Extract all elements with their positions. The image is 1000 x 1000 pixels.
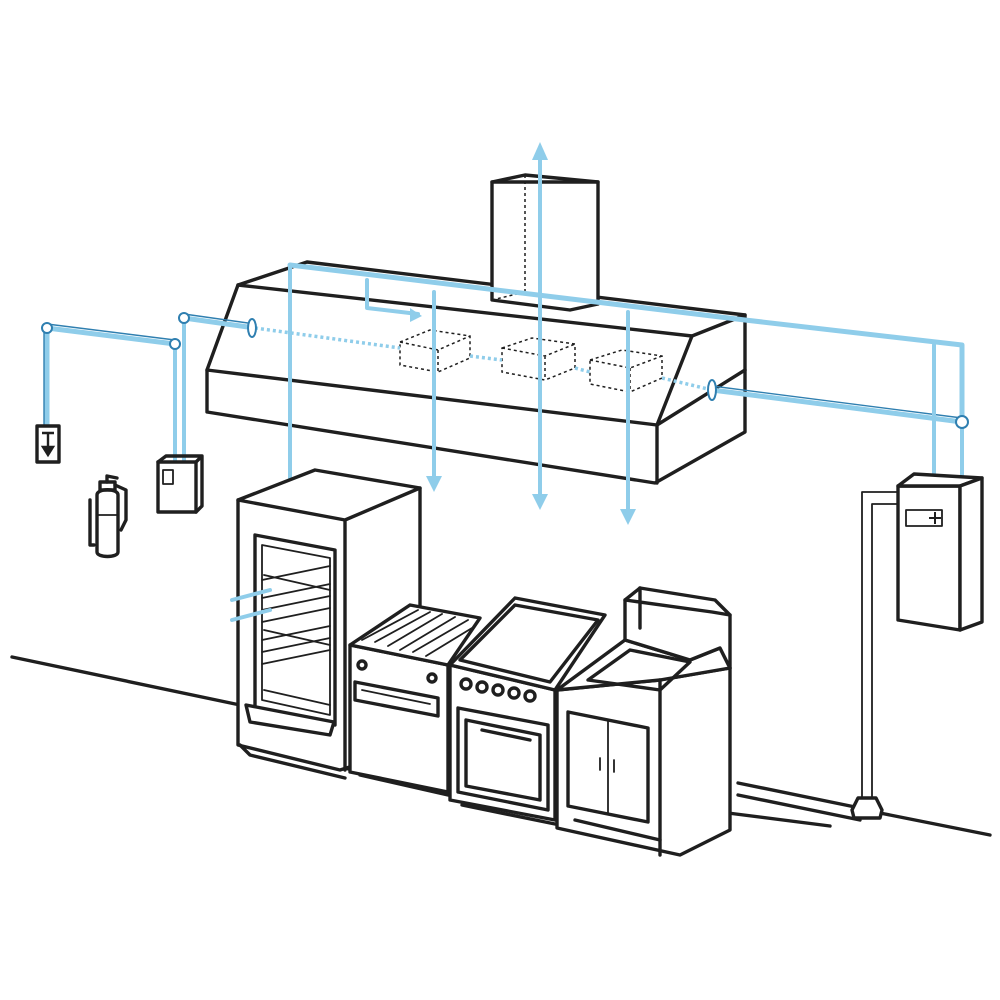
nozzle-arrow-icon [426,476,442,492]
floor-lines [10,655,992,837]
pull-station-down-arrow-icon [40,431,56,458]
range-with-griddle [448,596,607,826]
manual-pull-station[interactable] [35,424,61,464]
sink-cabinet [555,586,732,857]
suppression-control-panel [896,472,984,632]
suppression-control-box [156,454,204,514]
nozzle-arrow-icon [620,509,636,525]
suppression-piping [41,142,969,525]
fire-extinguisher-icon [88,474,128,559]
wall-conduit [850,491,899,820]
duct-nozzle-arrow-icon [532,142,548,160]
nozzle-arrow-icon [532,494,548,510]
exhaust-hood [205,173,747,485]
plenum-nozzle-arrow-icon [410,308,422,322]
control-panel-plus-icon [929,512,941,524]
char-broiler [348,603,482,797]
